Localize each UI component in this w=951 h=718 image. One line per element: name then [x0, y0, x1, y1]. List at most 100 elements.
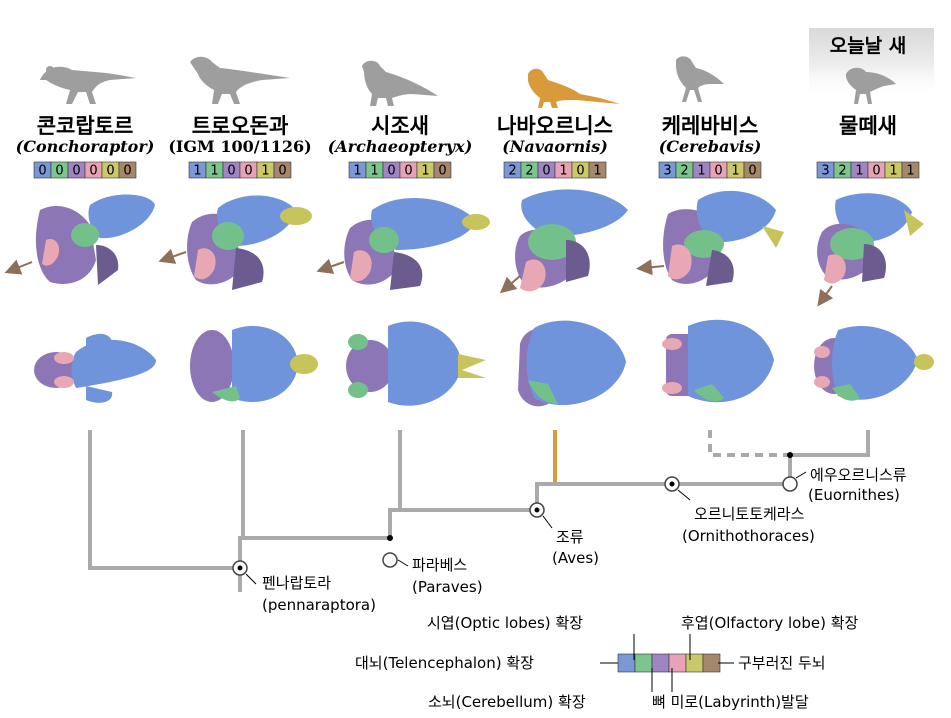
- score-digit: 1: [889, 164, 897, 179]
- brain-dorsal-cerebavis: [662, 319, 774, 403]
- score-digit: 0: [89, 164, 97, 179]
- legend-cell: [702, 653, 721, 673]
- taxon-sci-name: (Archaeopteryx): [328, 137, 473, 156]
- taxon-name: 트로오돈과: [192, 114, 289, 138]
- node-dot-euornithes: [787, 452, 793, 458]
- node-leader: [245, 573, 257, 585]
- brain-lateral-archaeopteryx: [344, 197, 490, 290]
- flexure-arrow-icon: [158, 248, 187, 264]
- score-cell: [273, 161, 292, 179]
- taxon-sci-name: (Conchoraptor): [16, 137, 155, 156]
- legend-optic: 시엽(Optic lobes) 확장: [427, 614, 583, 632]
- taxon-name: 시조새: [371, 114, 429, 138]
- branch-navaornis: [553, 430, 668, 486]
- node-sci-ornithothoraces: (Ornithothoraces): [682, 527, 815, 545]
- legend-telencephalon: 대뇌(Telencephalon) 확장: [355, 654, 534, 672]
- node-label-euornithes: 에우오르니스류: [810, 466, 907, 484]
- node-sci-euornithes: (Euornithes): [808, 486, 900, 504]
- node-leader: [795, 471, 807, 479]
- score-digit: 1: [559, 164, 567, 179]
- theropod-silhouette-icon: [190, 56, 290, 104]
- score-cell: [901, 161, 920, 179]
- score-digit: 0: [123, 164, 131, 179]
- score-digit: 0: [72, 164, 80, 179]
- taxon-name: 케레바비스: [662, 114, 759, 138]
- score-digit: 3: [663, 164, 671, 179]
- node-sci-aves: (Aves): [552, 549, 599, 567]
- taxon-name: 콘코랍토르: [37, 114, 134, 138]
- flexure-arrow-icon: [316, 258, 345, 274]
- legend-flexed-brain: 구부러진 두뇌: [738, 654, 826, 672]
- legend-cell: [685, 653, 704, 673]
- score-digit: 0: [244, 164, 252, 179]
- bird-silhouette-icon: [528, 68, 620, 108]
- brain-dorsal-plover: [814, 325, 934, 401]
- node-circle-icon: [232, 560, 248, 576]
- score-digit: 2: [838, 164, 846, 179]
- node-label-aves: 조류: [556, 528, 584, 546]
- score-digit: 0: [227, 164, 235, 179]
- score-digit: 1: [353, 164, 361, 179]
- branch-plover: [790, 430, 870, 457]
- brain-dorsal-conchoraptor: [34, 333, 156, 403]
- today-label: 오늘날 새: [830, 35, 907, 57]
- score-digit: 0: [714, 164, 722, 179]
- branch-archaeopteryx: [398, 430, 537, 512]
- score-digit: 1: [261, 164, 269, 179]
- score-digit: 0: [55, 164, 63, 179]
- score-digit: 1: [731, 164, 739, 179]
- score-digit: 0: [438, 164, 446, 179]
- node-circle-icon: [529, 502, 545, 518]
- node-leader: [397, 559, 409, 567]
- stem-euornithes: [668, 455, 792, 486]
- brain-dorsal-troodontid: [190, 325, 318, 403]
- phylogeny-tree: [88, 430, 870, 592]
- node-label-ornithothoraces: 오르니토토케라스: [694, 505, 805, 523]
- flexure-arrow-icon: [636, 259, 665, 276]
- branch-conchoraptor: [88, 430, 240, 570]
- flexure-arrow-icon: [499, 275, 521, 294]
- taxon-sci-name: (Navaornis): [502, 137, 608, 156]
- score-digit: 1: [193, 164, 201, 179]
- legend-cell: [617, 653, 636, 673]
- node-leader: [677, 489, 691, 501]
- branch-troodontid: [241, 430, 390, 540]
- score-digit: 0: [106, 164, 114, 179]
- flexure-arrow-icon: [4, 259, 33, 275]
- score-digit: 0: [387, 164, 395, 179]
- score-digit: 0: [542, 164, 550, 179]
- node-circle-icon: [382, 552, 398, 568]
- score-digit: 2: [680, 164, 688, 179]
- node-circle-icon: [782, 476, 798, 492]
- node-sci-paraves: (Paraves): [412, 578, 483, 596]
- score-cell: [118, 161, 137, 179]
- score-digit: 0: [38, 164, 46, 179]
- brain-dorsal-navaornis: [518, 320, 626, 407]
- bird-silhouette-icon: [846, 67, 896, 104]
- score-digit: 1: [697, 164, 705, 179]
- score-digit: 1: [370, 164, 378, 179]
- score-digit: 3: [821, 164, 829, 179]
- legend-score-bar: [617, 653, 721, 673]
- character-legend: 시엽(Optic lobes) 확장 후엽(Olfactory lobe) 확장…: [355, 614, 859, 711]
- score-digit: 1: [593, 164, 601, 179]
- brain-lateral-plover: [817, 193, 924, 284]
- score-digit: 0: [748, 164, 756, 179]
- brain-lateral-cerebavis: [663, 190, 784, 286]
- brain-dorsal-archaeopteryx: [346, 321, 486, 406]
- score-digit: 1: [855, 164, 863, 179]
- legend-olfactory: 후엽(Olfactory lobe) 확장: [681, 614, 859, 632]
- score-digit: 0: [404, 164, 412, 179]
- score-digit: 2: [508, 164, 516, 179]
- brain-lateral-conchoraptor: [35, 194, 155, 285]
- legend-cerebellum: 소뇌(Cerebellum) 확장: [428, 693, 586, 711]
- flexure-arrow-icon: [817, 285, 834, 307]
- stem-paraves: [238, 536, 390, 568]
